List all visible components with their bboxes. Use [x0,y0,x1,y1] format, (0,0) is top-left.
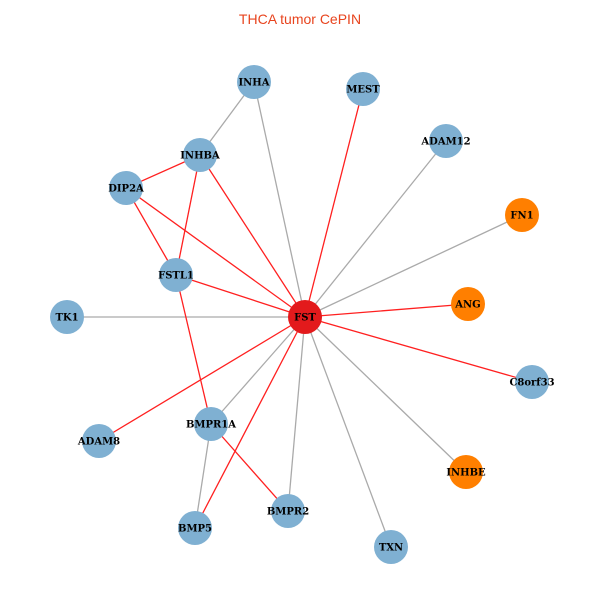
node-adam12[interactable]: ADAM12 [420,124,471,158]
node-label: MEST [346,85,380,96]
node-label: ADAM8 [77,437,120,448]
node-circle[interactable] [237,65,271,99]
edge-bmpr1a-bmpr2 [210,423,289,512]
node-label: ANG [454,300,480,311]
edge-fst-mest [304,88,364,318]
node-inha[interactable]: INHA [237,65,271,99]
node-adam8[interactable]: ADAM8 [77,424,120,458]
edges-layer [67,81,533,548]
node-label: ADAM12 [420,137,470,148]
node-dip2a[interactable]: DIP2A [108,171,144,205]
edge-fst-c8orf33 [304,316,533,383]
node-label: BMPR2 [267,507,309,518]
node-circle[interactable] [449,455,483,489]
edge-fst-ang [304,303,469,318]
edge-fst-inhbe [304,316,467,473]
edge-fst-bmpr2 [287,316,306,512]
node-circle[interactable] [194,407,228,441]
edge-fst-adam12 [304,140,447,318]
node-label: BMPR1A [186,420,236,431]
node-label: INHA [238,78,269,89]
edge-bmpr1a-bmp5 [194,423,212,529]
node-c8orf33[interactable]: C8orf33 [509,365,555,399]
node-circle[interactable] [109,171,143,205]
node-bmpr2[interactable]: BMPR2 [267,494,309,528]
node-circle[interactable] [271,494,305,528]
node-inhbe[interactable]: INHBE [446,455,486,489]
edge-fst-fstl1 [175,274,306,318]
edge-inhba-fstl1 [175,154,201,276]
node-mest[interactable]: MEST [346,72,380,106]
node-label: INHBE [446,468,486,479]
node-fstl1[interactable]: FSTL1 [158,258,194,292]
node-circle[interactable] [429,124,463,158]
node-circle[interactable] [50,300,84,334]
node-circle[interactable] [159,258,193,292]
node-label: C8orf33 [509,378,554,389]
chart-title: THCA tumor CePIN [238,11,362,27]
edge-fst-txn [304,316,392,548]
edge-fst-adam8 [98,316,306,442]
node-fn1[interactable]: FN1 [505,198,539,232]
node-bmp5[interactable]: BMP5 [178,511,212,545]
edge-fst-inha [253,81,306,318]
node-label: FN1 [510,211,533,222]
node-label: TXN [379,543,403,554]
edge-fst-bmpr1a [210,316,306,425]
edge-fst-dip2a [125,187,306,318]
edge-fstl1-bmpr1a [175,274,212,425]
edge-fst-fn1 [304,214,523,318]
node-ang[interactable]: ANG [451,287,485,321]
node-label: BMP5 [178,524,212,535]
node-label: INHBA [180,151,220,162]
node-bmpr1a[interactable]: BMPR1A [186,407,236,441]
node-circle[interactable] [451,287,485,321]
node-label: FSTL1 [158,271,194,282]
node-circle[interactable] [346,72,380,106]
edge-fst-bmp5 [194,316,306,529]
edge-fst-inhba [199,154,306,318]
node-circle[interactable] [515,365,549,399]
node-circle[interactable] [183,138,217,172]
node-label: DIP2A [108,184,144,195]
node-circle[interactable] [374,530,408,564]
node-circle[interactable] [178,511,212,545]
node-inhba[interactable]: INHBA [180,138,220,172]
node-label: FST [294,313,316,324]
node-tk1[interactable]: TK1 [50,300,84,334]
node-circle[interactable] [82,424,116,458]
node-label: TK1 [55,313,78,324]
node-txn[interactable]: TXN [374,530,408,564]
node-fst[interactable]: FST [288,300,322,334]
node-circle[interactable] [288,300,322,334]
node-circle[interactable] [505,198,539,232]
